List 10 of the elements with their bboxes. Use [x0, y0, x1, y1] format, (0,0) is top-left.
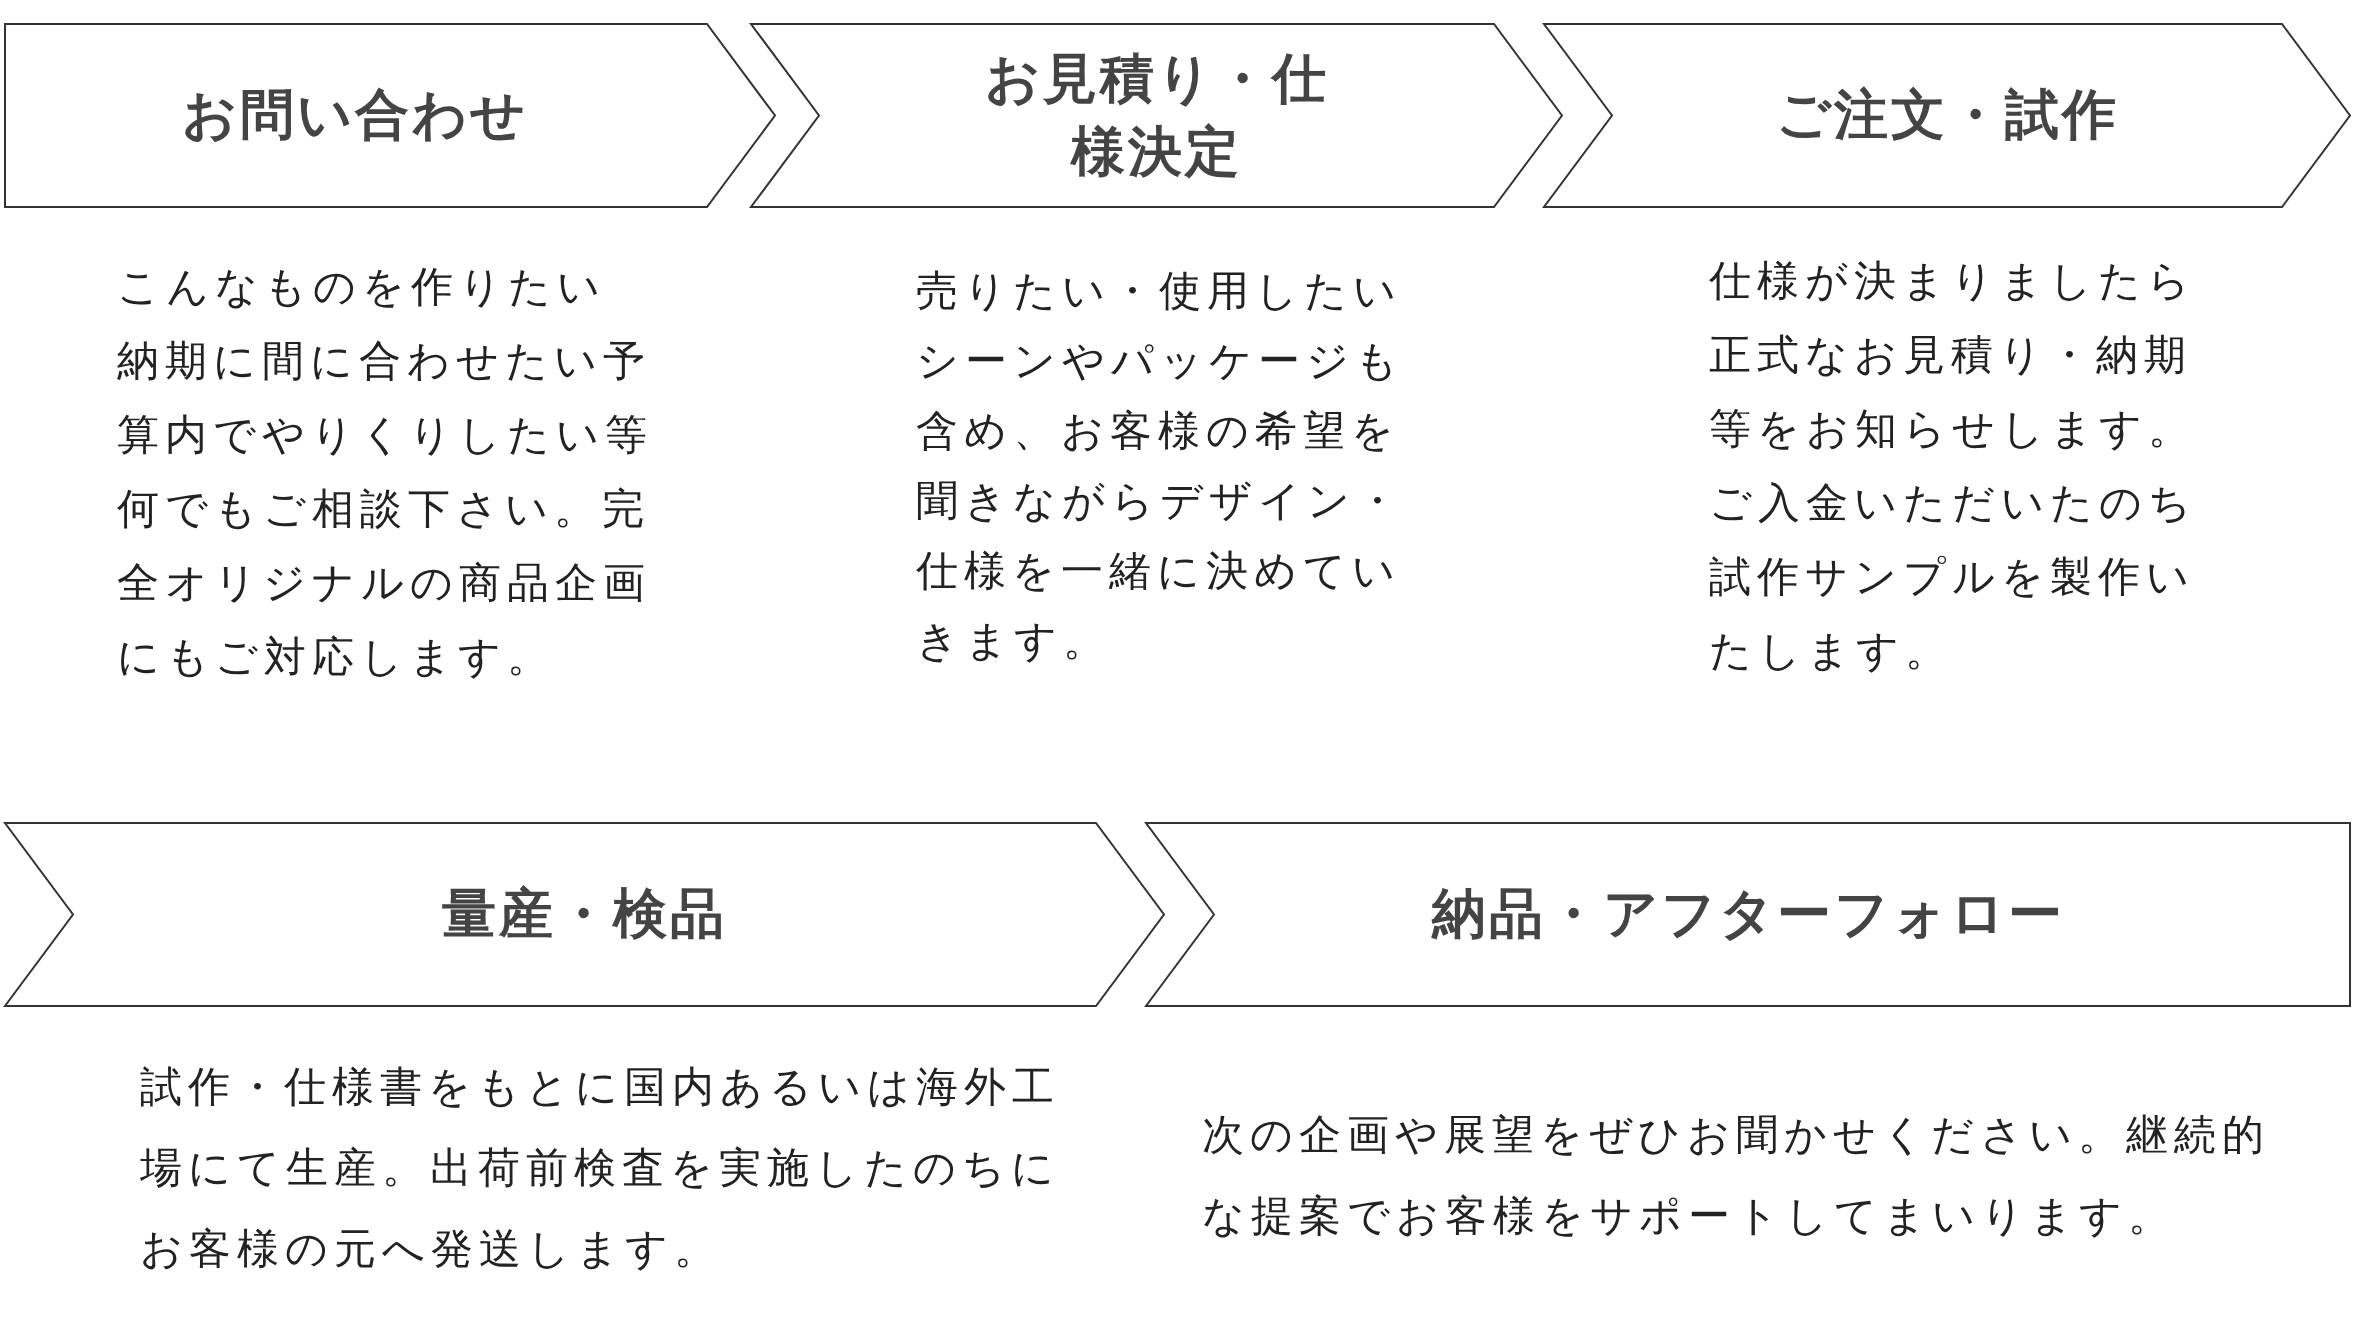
step-heading: 量産・検品: [442, 881, 727, 948]
step-description: 仕様が決まりましたら正式なお見積り・納期等をお知らせします。ご入金いただいたのち試作サンプルを製作いたします。: [1709, 255, 2197, 677]
step-description: 次の企画や展望をぜひお聞かせください。継続的な提案でお客様をサポートしてまいります。: [1202, 1109, 2271, 1242]
step-description: 売りたい・使用したいシーンやパッケージも含め、お客様の希望を聞きながらデザイン・仕様を一緒に決めていきます。: [916, 265, 1404, 667]
step-heading: お問い合わせ: [182, 82, 528, 149]
step-heading: お見積り・仕様決定: [983, 45, 1330, 185]
step-description: こんなものを作りたい納期に間に合わせたい予算内でやりくりしたい等何でもご相談下さい。完全オリジナルの商品企画にもご対応します。: [117, 261, 653, 683]
step-heading: ご注文・試作: [1775, 82, 2119, 149]
step-heading: 納品・アフターフォロー: [1431, 881, 2065, 948]
step-description: 試作・仕様書をもとに国内あるいは海外工場にて生産。出荷前検査を実施したのちにお客様の元へ発送します。: [140, 1061, 1060, 1275]
